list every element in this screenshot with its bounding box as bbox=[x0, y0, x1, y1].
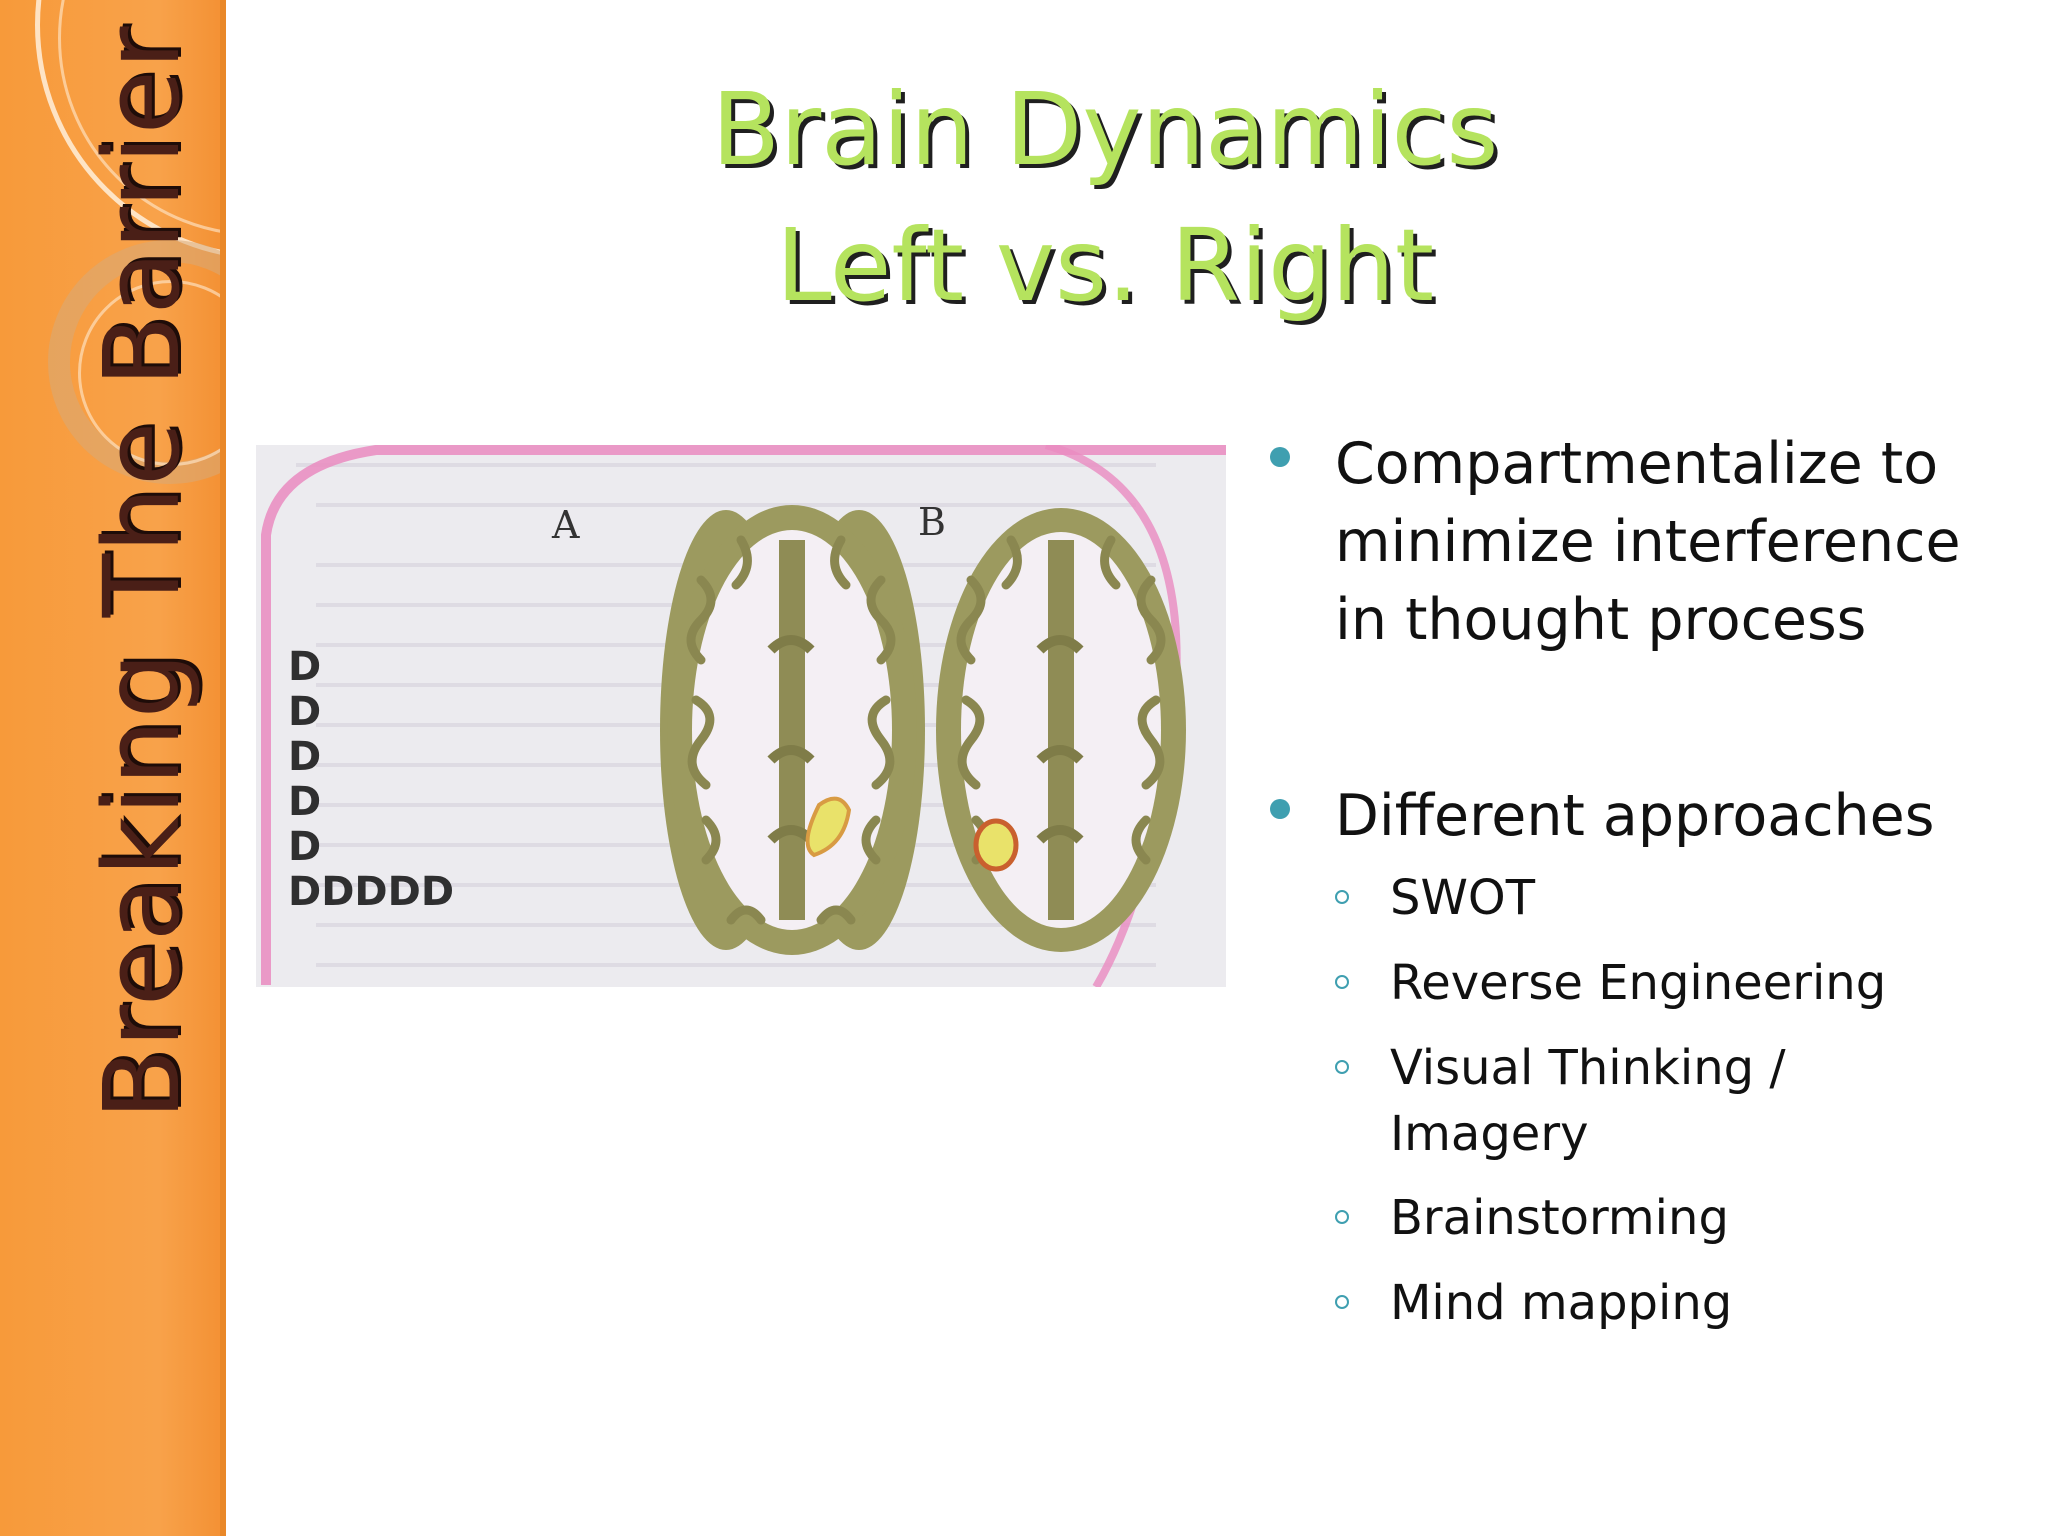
brain-a bbox=[660, 505, 925, 955]
d-letter: D bbox=[288, 779, 322, 825]
sidebar-title: Breaking The Barrier bbox=[81, 25, 203, 1120]
figure-label-b: B bbox=[918, 500, 946, 544]
sub-bullet-text: Mind mapping bbox=[1390, 1275, 1733, 1331]
bullet-text: Different approaches bbox=[1335, 783, 1935, 849]
d-letter: D bbox=[288, 689, 322, 735]
bullet-text: Compartmentalize to bbox=[1335, 431, 1939, 497]
d-letter: D bbox=[288, 824, 322, 870]
d-letter-column: D D D D D DDDDD bbox=[288, 645, 454, 915]
sub-bullet-text: SWOT bbox=[1390, 870, 1536, 926]
slide-title-line2: Left vs. Right bbox=[775, 207, 1435, 324]
bullet-text: minimize interference bbox=[1335, 509, 1961, 575]
sub-bullet-text: Brainstorming bbox=[1390, 1190, 1729, 1246]
slide-title: Brain Dynamics Left vs. Right bbox=[600, 62, 1610, 334]
bullet-text: in thought process bbox=[1335, 587, 1867, 653]
sidebar-edge bbox=[220, 0, 226, 1536]
bullet-dot-icon bbox=[1270, 447, 1290, 467]
sub-bullet-text: Reverse Engineering bbox=[1390, 955, 1887, 1011]
d-letter: D bbox=[288, 644, 322, 690]
sub-bullet-circle-icon bbox=[1335, 1295, 1349, 1309]
d-letter: D bbox=[288, 734, 322, 780]
brain-scan-illustration bbox=[261, 445, 1226, 987]
d-letter: DDDDD bbox=[288, 869, 455, 915]
figure-label-a: A bbox=[552, 503, 580, 547]
sub-bullet-circle-icon bbox=[1335, 1060, 1349, 1074]
sub-bullet-text: Visual Thinking / bbox=[1390, 1040, 1786, 1096]
bullet-dot-icon bbox=[1270, 799, 1290, 819]
brain-scan-figure: A B D D D D D DDDDD bbox=[256, 445, 1226, 987]
brain-b bbox=[936, 508, 1186, 952]
sub-bullet-circle-icon bbox=[1335, 975, 1349, 989]
slide-title-line1: Brain Dynamics bbox=[711, 71, 1499, 188]
sub-bullet-circle-icon bbox=[1335, 890, 1349, 904]
sub-bullet-circle-icon bbox=[1335, 1210, 1349, 1224]
sub-bullet-text: Imagery bbox=[1390, 1106, 1589, 1162]
sidebar bbox=[0, 0, 226, 1536]
